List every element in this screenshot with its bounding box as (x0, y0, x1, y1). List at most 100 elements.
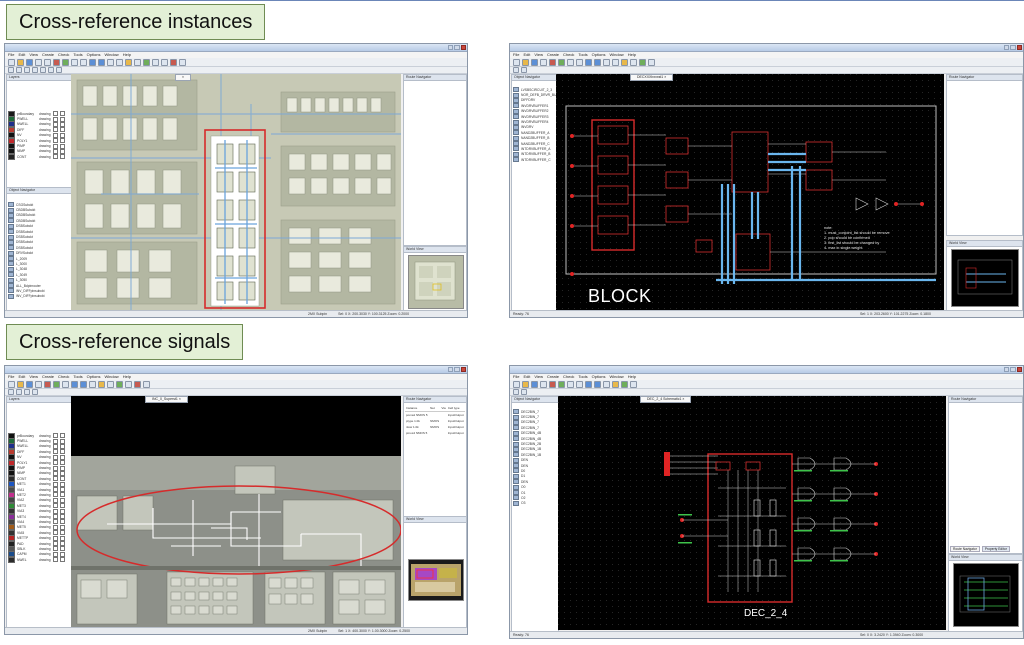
save-icon[interactable] (26, 58, 33, 66)
canvas-tab[interactable]: DEC_2_4 Schematic1 × (640, 396, 692, 403)
menu-help[interactable]: Help (122, 374, 131, 379)
menu-view[interactable]: View (29, 374, 38, 379)
measure-icon[interactable] (48, 67, 54, 73)
tree-item[interactable]: DEC2BIN_7 (513, 419, 557, 425)
check-icon[interactable] (639, 58, 646, 66)
layer-visible-checkbox[interactable] (53, 546, 58, 552)
select-icon[interactable] (62, 58, 69, 66)
menu-view[interactable]: View (29, 52, 38, 57)
path-icon[interactable] (24, 389, 30, 395)
tree-item[interactable]: DEC2BIN_4B (513, 436, 557, 442)
menu-options[interactable]: Options (86, 52, 101, 57)
open-icon[interactable] (17, 58, 24, 66)
tree-item[interactable]: L_2009 (8, 256, 70, 262)
column-header[interactable]: Net (429, 405, 441, 412)
layer-selectable-checkbox[interactable] (60, 127, 65, 133)
open-icon[interactable] (522, 380, 529, 388)
menu-create[interactable]: Create (41, 374, 54, 379)
layer-selectable-checkbox[interactable] (60, 443, 65, 449)
save-icon[interactable] (531, 380, 538, 388)
layer-selectable-checkbox[interactable] (60, 497, 65, 503)
canvas-tab-close-icon[interactable]: × (182, 75, 185, 79)
tree-item[interactable]: O2 (513, 495, 557, 501)
undo-icon[interactable] (540, 380, 547, 388)
close-icon[interactable] (1016, 367, 1022, 372)
check-icon[interactable] (170, 58, 177, 66)
layer-selectable-checkbox[interactable] (60, 121, 65, 127)
layer-visible-checkbox[interactable] (53, 497, 58, 503)
ruler-icon[interactable] (116, 58, 123, 66)
schematic-canvas[interactable]: BLOCK note:1. must_conjoint_list should … (556, 74, 944, 310)
tree-item[interactable]: INTDRVBUFFER_B (513, 151, 555, 157)
probe-icon[interactable] (630, 58, 637, 66)
menu-view[interactable]: View (534, 374, 543, 379)
delete-icon[interactable] (549, 380, 556, 388)
schematic-canvas[interactable]: DEC_2_4 (558, 396, 946, 630)
layer-visible-checkbox[interactable] (53, 481, 58, 487)
world-view-minimap[interactable] (951, 249, 1019, 307)
tree-item[interactable]: DEN (513, 479, 557, 485)
redo-icon[interactable] (44, 58, 51, 66)
menu-create[interactable]: Create (546, 374, 559, 379)
zoom-fit-icon[interactable] (107, 58, 114, 66)
filter-icon[interactable] (32, 389, 38, 395)
zoom-in-icon[interactable] (585, 58, 592, 66)
layer-selectable-checkbox[interactable] (60, 481, 65, 487)
layer-visible-checkbox[interactable] (53, 127, 58, 133)
probe-icon[interactable] (134, 58, 141, 66)
zoom-in-icon[interactable] (71, 380, 78, 388)
menu-check[interactable]: Check (562, 374, 575, 379)
tree-item[interactable]: INV_DIFFpinsubckt (8, 293, 70, 299)
tree-item[interactable]: INVDRVBUFFER2 (513, 108, 555, 114)
new-icon[interactable] (8, 380, 15, 388)
tree-item[interactable]: L_3048 (8, 266, 70, 272)
path-icon[interactable] (32, 67, 38, 73)
menu-file[interactable]: File (8, 52, 15, 57)
arrow-icon[interactable] (8, 67, 14, 73)
layer-selectable-checkbox[interactable] (60, 132, 65, 138)
layout-canvas[interactable] (71, 74, 401, 310)
layer-selectable-checkbox[interactable] (60, 541, 65, 546)
layer-selectable-checkbox[interactable] (60, 487, 65, 493)
tree-item[interactable]: D0 (513, 468, 557, 474)
tree-item[interactable]: DSBSubckt (8, 245, 70, 251)
tree-item[interactable]: NOR_DEFB_DRVR_BUF (513, 92, 556, 98)
tree-item[interactable]: L_3000 (8, 261, 70, 267)
menu-view[interactable]: View (534, 52, 543, 57)
zoom-in-icon[interactable] (585, 380, 592, 388)
save-icon[interactable] (26, 380, 33, 388)
layer-selectable-checkbox[interactable] (60, 438, 65, 444)
tree-item[interactable]: LVSBSCIRCUIT_2_3 (513, 87, 555, 93)
menu-options[interactable]: Options (591, 374, 606, 379)
layer-visible-checkbox[interactable] (53, 148, 58, 154)
layer-visible-checkbox[interactable] (53, 116, 58, 122)
zoom-out-icon[interactable] (80, 380, 87, 388)
tree-item[interactable]: D1 (513, 473, 557, 479)
menu-tools[interactable]: Tools (73, 52, 83, 57)
menu-create[interactable]: Create (41, 52, 54, 57)
canvas-tab[interactable]: × (175, 74, 192, 81)
world-view-minimap[interactable] (953, 563, 1019, 627)
layer-visible-checkbox[interactable] (53, 111, 58, 117)
delete-icon[interactable] (44, 380, 51, 388)
net-icon[interactable] (612, 380, 619, 388)
tree-item[interactable]: CBDBSubckt (8, 218, 70, 224)
zoom-out-icon[interactable] (594, 380, 601, 388)
zoom-out-icon[interactable] (98, 58, 105, 66)
